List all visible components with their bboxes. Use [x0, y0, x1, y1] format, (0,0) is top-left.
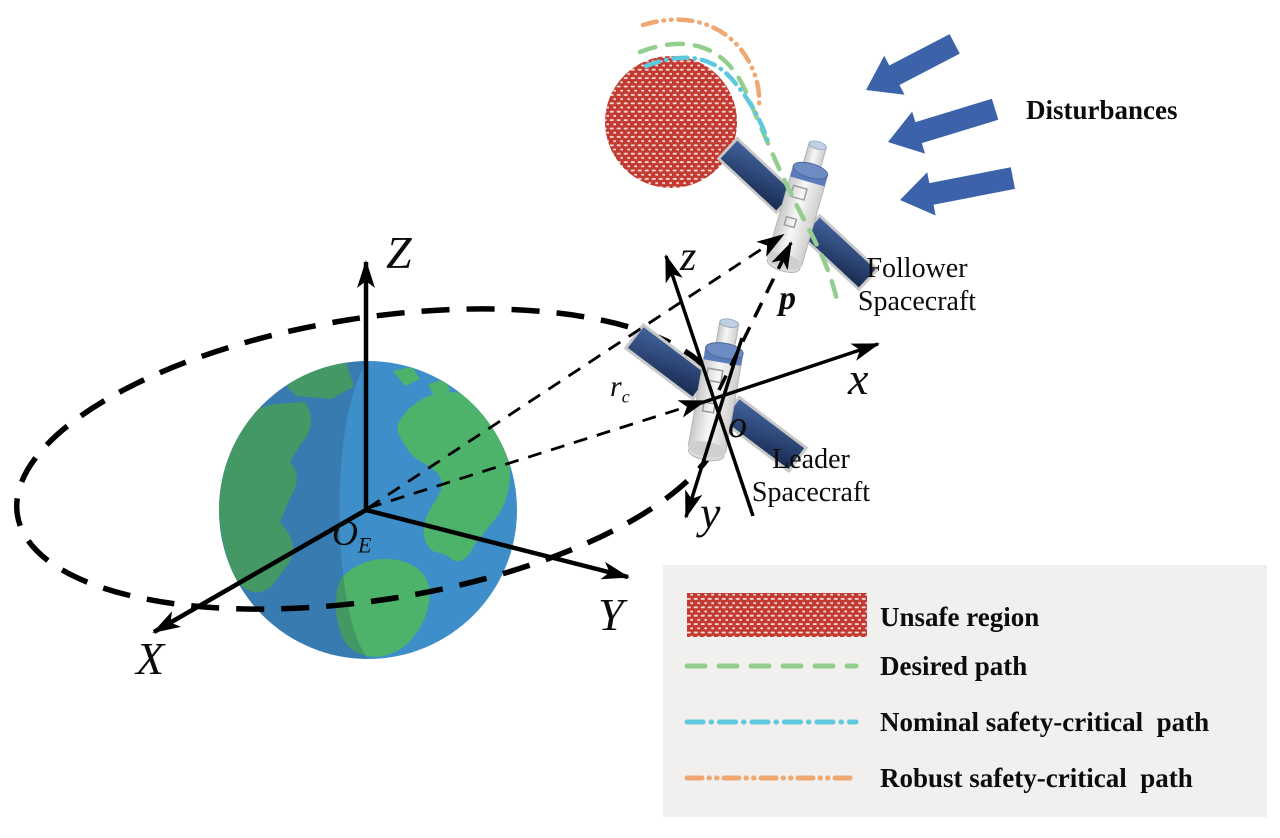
disturbance-arrows [866, 34, 1015, 216]
legend-item-robust-path: Robust safety-critical path [880, 763, 1193, 793]
eci-z-label: Z [386, 227, 412, 278]
unsafe-region-circle [605, 56, 737, 188]
eci-origin-sub: E [358, 532, 372, 558]
rc-sub: c [621, 386, 630, 407]
disturbance-arrow-3 [900, 167, 1015, 216]
eci-axes [152, 260, 630, 634]
lvlh-axes [664, 254, 880, 519]
eci-origin-main: O [332, 513, 358, 553]
p-vector-label: p [779, 280, 796, 317]
leader-spacecraft-label: Leader Spacecraft [726, 443, 896, 509]
eci-origin-label: OE [332, 515, 371, 557]
legend-item-desired-path: Desired path [880, 651, 1028, 681]
leader-label-line1: Leader [772, 444, 850, 475]
disturbance-arrow-2 [888, 98, 999, 154]
earth-globe [219, 361, 517, 659]
robust-safety-critical-path [640, 17, 762, 109]
lvlh-x-axis [691, 342, 880, 408]
lvlh-x-label: x [848, 353, 869, 404]
eci-x-label: X [136, 633, 165, 684]
vector-p-leader-to-follower [717, 241, 793, 391]
legend-item-nominal-path: Nominal safety-critical path [880, 707, 1210, 737]
nominal-safety-critical-path [643, 55, 772, 148]
legend-unsafe-swatch [687, 593, 867, 637]
rc-main: r [610, 370, 622, 403]
eci-y-axis [365, 507, 630, 580]
lvlh-y-axis [684, 337, 744, 519]
follower-label-line2: Spacecraft [857, 286, 977, 317]
vector-oe-to-follower [367, 233, 785, 510]
disturbances-label: Disturbances [1026, 95, 1178, 125]
leader-label-line2: Spacecraft [751, 477, 871, 508]
lvlh-origin-label: o [728, 404, 747, 446]
vector-rc-oe-to-leader [367, 399, 707, 510]
follower-spacecraft-label: Follower Spacecraft [832, 252, 1002, 318]
legend-swatches [684, 593, 867, 781]
desired-path [637, 41, 840, 303]
follower-label-line1: Follower [866, 253, 968, 284]
rc-vector-label: rc [610, 370, 630, 407]
eci-y-label: Y [598, 589, 624, 640]
disturbance-arrow-1 [866, 34, 960, 95]
legend-item-unsafe-region: Unsafe region [880, 602, 1040, 632]
lvlh-y-label: y [700, 487, 721, 538]
lvlh-z-axis [664, 254, 755, 517]
lvlh-z-label: z [680, 234, 697, 280]
eci-x-axis [152, 508, 368, 634]
